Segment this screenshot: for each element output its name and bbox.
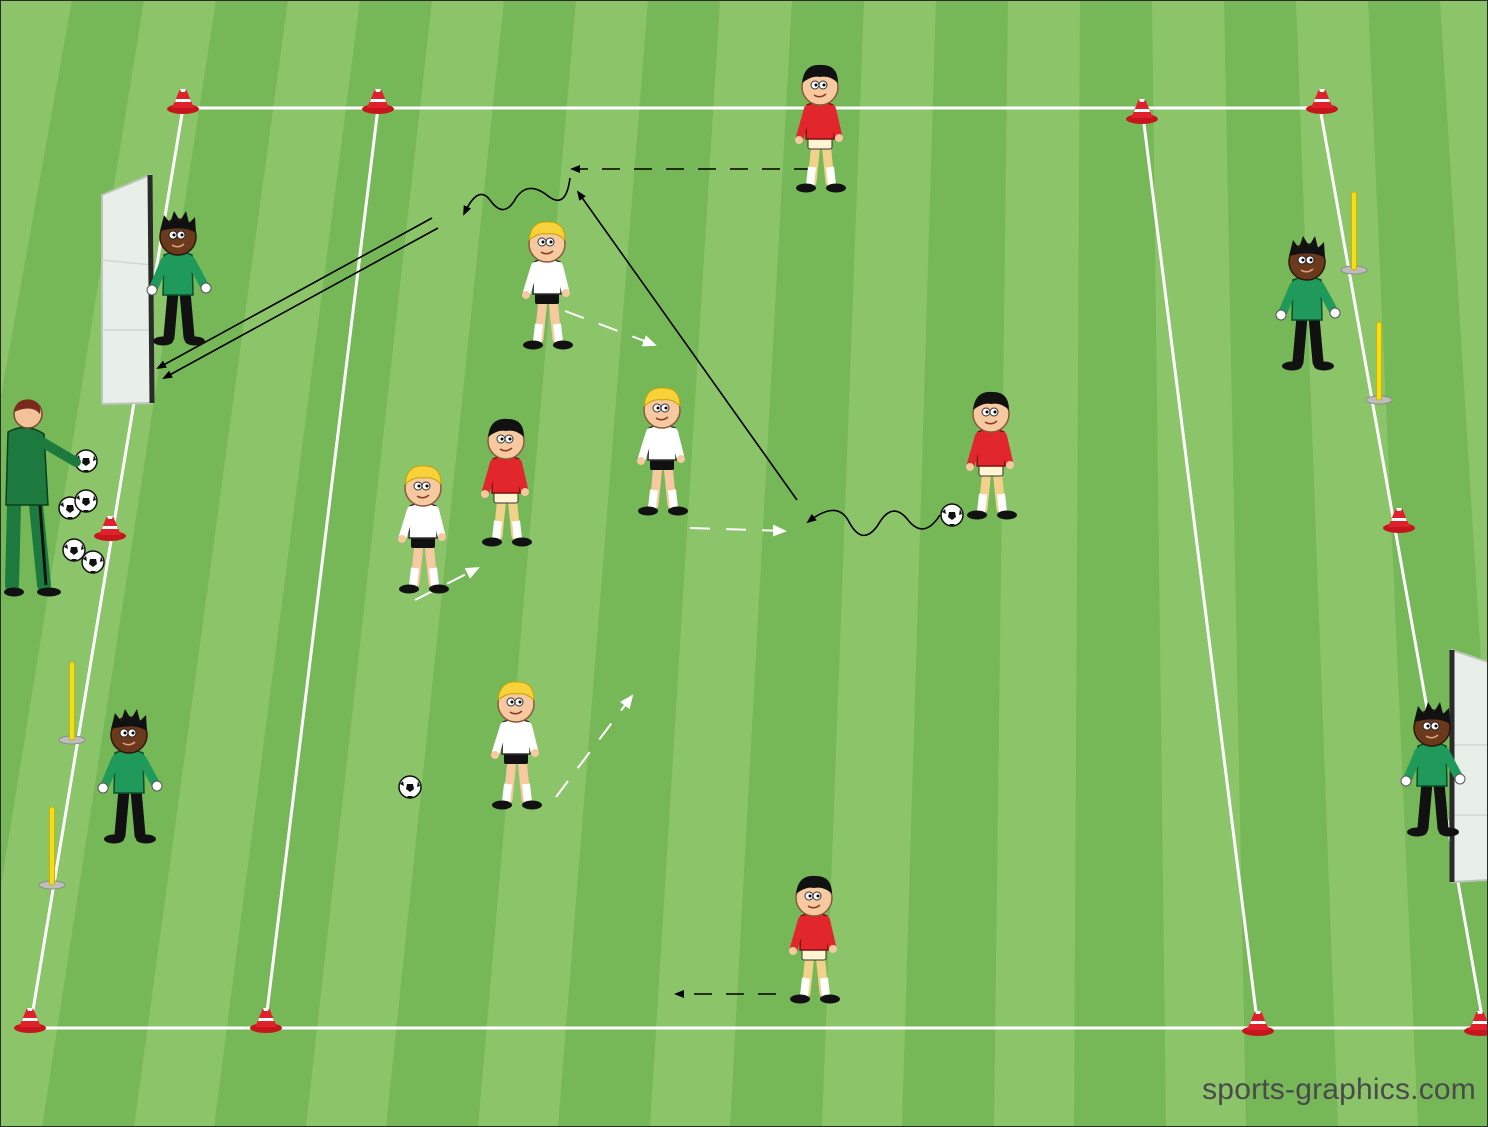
ball [75,490,97,512]
credit-text: sports-graphics.com [1202,1073,1476,1107]
grass-stripe [994,0,1080,1127]
left-goal [102,175,152,404]
ball [399,776,421,798]
ball [63,539,85,561]
ball [82,551,104,573]
ball [941,504,963,526]
